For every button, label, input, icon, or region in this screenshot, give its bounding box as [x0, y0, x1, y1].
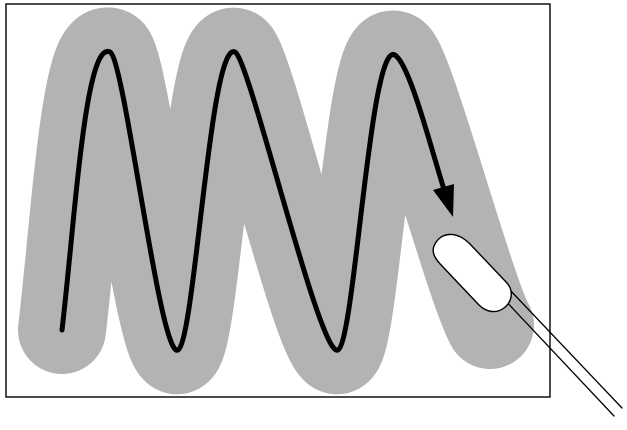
swab-pattern-diagram — [0, 0, 627, 430]
